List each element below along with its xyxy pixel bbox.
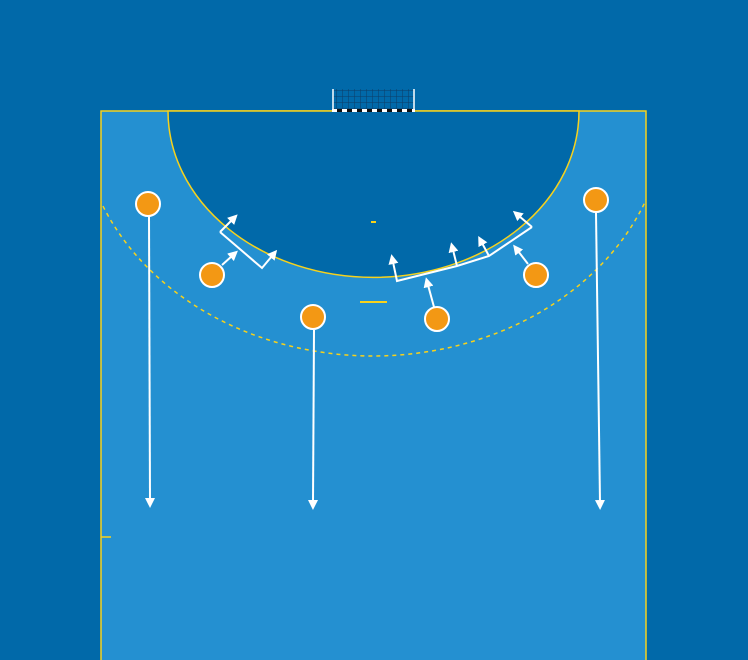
goal [332, 89, 415, 112]
player-icon[interactable] [523, 262, 549, 288]
arrow-branch-1 [448, 242, 459, 267]
arrow-p4 [423, 277, 435, 308]
arrow-p2 [221, 250, 238, 266]
player-icon[interactable] [424, 306, 450, 332]
player-icon[interactable] [135, 191, 161, 217]
arrow-path-left [219, 231, 278, 270]
arrow-p6-run [594, 212, 605, 510]
player-icon[interactable] [199, 262, 225, 288]
arrow-branch-3 [512, 210, 533, 228]
players [135, 187, 609, 332]
arrow-p1-run [144, 215, 155, 508]
goal-area [167, 110, 580, 279]
arrow-p5 [513, 244, 529, 265]
arrow-branch-2 [478, 235, 490, 257]
movement-arrows [144, 210, 605, 510]
player-icon[interactable] [300, 304, 326, 330]
player-icon[interactable] [583, 187, 609, 213]
arrow-branch-left [219, 214, 238, 233]
arrow-p3-run [308, 329, 319, 510]
